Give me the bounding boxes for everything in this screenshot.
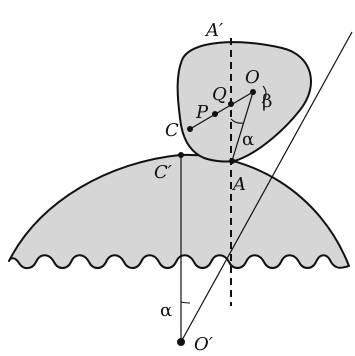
line-o-prime-to-o	[180, 31, 353, 343]
point-c-prime	[178, 152, 184, 158]
label-c-prime: C′	[154, 162, 172, 183]
label-a-prime: A′	[204, 20, 223, 41]
angle-arc-beta	[261, 85, 267, 104]
label-alpha-lower: α	[160, 300, 172, 321]
point-p	[212, 111, 218, 117]
label-alpha-upper: α	[242, 129, 254, 150]
label-beta: β	[262, 91, 272, 112]
angle-arc-upper-alpha	[230, 118, 244, 124]
label-a: A	[231, 174, 246, 195]
label-o: O	[245, 67, 260, 88]
label-p: P	[195, 102, 209, 123]
point-o-prime	[177, 338, 185, 346]
point-q	[228, 101, 234, 107]
line-o-to-a	[231, 91, 254, 162]
lower-body	[8, 153, 350, 270]
point-a	[229, 158, 235, 164]
point-o	[250, 89, 256, 95]
label-q: Q	[212, 84, 227, 105]
upper-body	[176, 41, 312, 163]
label-c: C	[165, 120, 179, 141]
angle-arc-lower-alpha	[180, 301, 191, 304]
line-c-to-o	[189, 91, 254, 130]
label-o-prime: O′	[194, 334, 213, 355]
point-c	[187, 126, 193, 132]
